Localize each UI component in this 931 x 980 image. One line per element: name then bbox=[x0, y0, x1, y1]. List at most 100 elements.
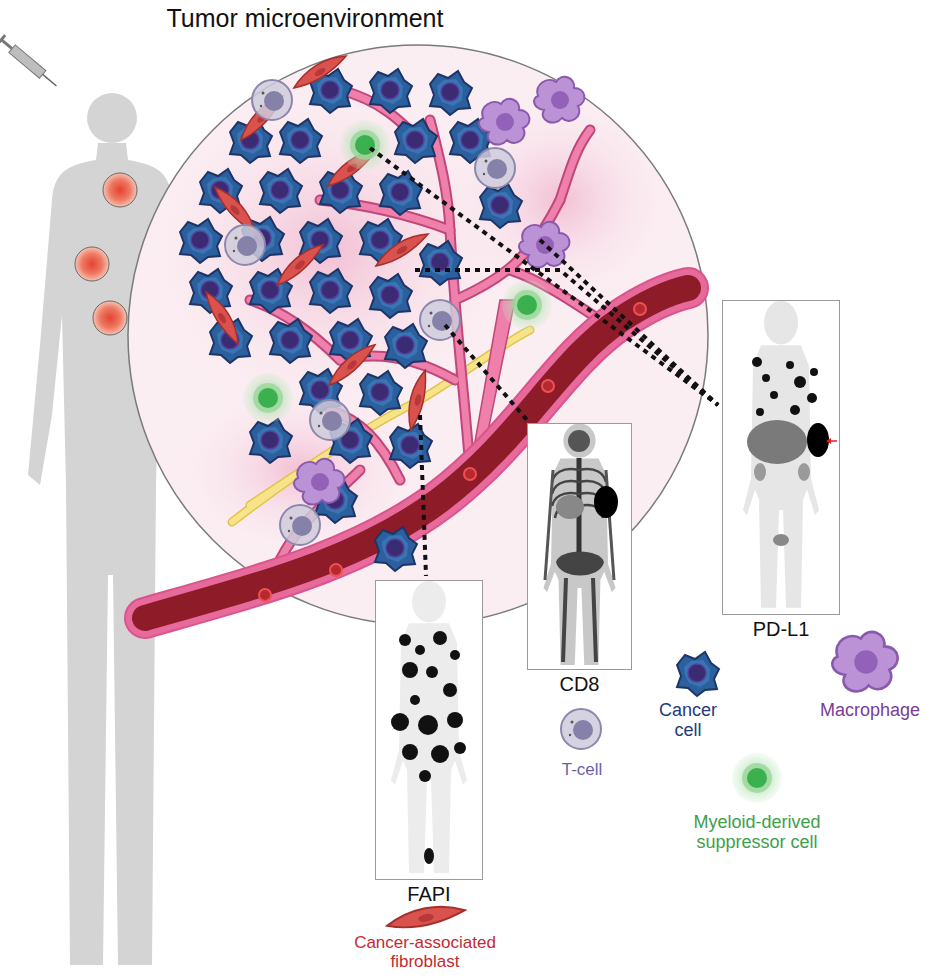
t-cell-icon bbox=[561, 709, 601, 749]
pet-image-fapi-part bbox=[410, 695, 420, 705]
cancer-associated-fibroblasts-part bbox=[322, 342, 382, 386]
pet-image-fapi-part bbox=[391, 713, 409, 731]
pet-image-cd8 bbox=[528, 423, 631, 669]
syringe bbox=[0, 35, 60, 90]
cancer-cells-part bbox=[395, 119, 437, 163]
macrophages-part bbox=[479, 99, 529, 145]
pet-image-pdl1-part bbox=[754, 463, 766, 481]
cancer-cells-part bbox=[380, 171, 422, 215]
pet-image-pdl1-part bbox=[798, 463, 810, 481]
pet-image-fapi-part bbox=[418, 715, 438, 735]
title: Tumor microenvironment bbox=[0, 4, 610, 33]
panel-frame bbox=[527, 423, 632, 670]
syringe-part bbox=[9, 45, 46, 78]
pet-image-cd8-part bbox=[568, 430, 590, 452]
pet-image-cd8-part bbox=[545, 470, 553, 580]
legend-item: Cancer cell bbox=[648, 700, 728, 740]
pet-image-pdl1-part bbox=[752, 357, 762, 367]
pet-image-fapi-part bbox=[402, 662, 418, 678]
cancer-cells-part bbox=[310, 269, 352, 313]
cancer-cells-part bbox=[280, 119, 322, 163]
legend-item: Cancer-associated fibroblast bbox=[335, 933, 515, 971]
pet-image-cd8-part bbox=[543, 423, 615, 665]
pet-image-pdl1-part bbox=[747, 420, 807, 464]
cancer-cells-part bbox=[420, 241, 462, 285]
t-cells-part bbox=[225, 225, 265, 265]
cancer-associated-fibroblasts bbox=[205, 54, 437, 431]
pet-image-fapi bbox=[376, 581, 482, 879]
t-cells-part bbox=[310, 400, 350, 440]
pet-image-pdl1-part bbox=[794, 376, 806, 388]
pet-image-cd8-part-part bbox=[552, 469, 606, 482]
pet-image-panel: CD8 bbox=[527, 423, 632, 695]
macrophages-part bbox=[294, 459, 344, 505]
tracer-label: FAPI bbox=[375, 883, 483, 905]
pet-image-fapi-part bbox=[426, 666, 438, 678]
legend-item: Macrophage bbox=[815, 700, 925, 720]
cancer-associated-fibroblasts-part bbox=[289, 54, 351, 90]
syringe-part bbox=[43, 74, 57, 86]
leader-lines-part bbox=[415, 270, 718, 405]
tracer-label: PD-L1 bbox=[722, 618, 840, 640]
pet-image-pdl1-part bbox=[743, 301, 819, 608]
pet-image-cd8-part bbox=[593, 578, 596, 662]
tracer-label: CD8 bbox=[527, 673, 632, 695]
cancer-cell-icon bbox=[677, 652, 719, 696]
blood-vessel-part bbox=[464, 468, 476, 480]
pet-image-pdl1-part bbox=[723, 301, 839, 614]
myeloid-derived-suppressor-cells-part bbox=[502, 280, 552, 330]
myeloid-derived-suppressor-cells-part bbox=[340, 120, 390, 170]
pet-image-cd8-part bbox=[528, 424, 631, 669]
cell-type-label: Cancer cell bbox=[648, 700, 728, 740]
pet-image-pdl1-part bbox=[786, 361, 794, 369]
pet-image-cd8-part bbox=[556, 495, 584, 519]
pet-image-cd8-part bbox=[563, 578, 566, 662]
pet-image-fapi-part bbox=[431, 745, 449, 763]
pet-image-pdl1-part bbox=[807, 393, 817, 403]
tumor-sites-part bbox=[93, 301, 127, 335]
pet-image-fapi-part bbox=[402, 744, 418, 760]
cell-type-label: Myeloid-derived suppressor cell bbox=[672, 812, 842, 852]
cell-type-label: T-cell bbox=[537, 760, 627, 779]
myeloid-derived-suppressor-cells-part bbox=[243, 373, 293, 423]
pet-image-fapi-part bbox=[415, 645, 425, 655]
pet-image-fapi-part bbox=[391, 581, 467, 873]
syringe-part bbox=[0, 35, 5, 44]
cell-type-label: Macrophage bbox=[815, 700, 925, 720]
macrophage-icon bbox=[832, 632, 897, 691]
panel-frame bbox=[722, 300, 840, 615]
leader-lines-part bbox=[540, 240, 718, 405]
legend-item: Myeloid-derived suppressor cell bbox=[672, 812, 842, 852]
leader-lines-part bbox=[420, 415, 426, 576]
pet-image-pdl1-part bbox=[762, 374, 770, 382]
t-cells-part bbox=[475, 148, 515, 188]
blood-vessel-part bbox=[330, 564, 342, 576]
fibroblast-icon bbox=[387, 907, 465, 928]
blood-vessel-part bbox=[634, 303, 646, 315]
pet-image-fapi-part bbox=[450, 650, 460, 660]
pet-image-pdl1-part bbox=[790, 405, 800, 415]
pet-image-pdl1-part bbox=[826, 438, 831, 444]
tumor-sites bbox=[75, 173, 137, 335]
tumor-sites-part bbox=[75, 247, 109, 281]
pet-image-fapi-part bbox=[443, 683, 457, 697]
cancer-cells-part bbox=[360, 371, 402, 415]
pet-image-fapi-part bbox=[399, 634, 411, 646]
pet-image-fapi-part bbox=[419, 770, 431, 782]
leader-lines-part bbox=[370, 148, 718, 405]
cancer-cells-part bbox=[250, 419, 292, 463]
cancer-cells-part bbox=[370, 69, 412, 113]
blood-vessel-part bbox=[542, 380, 554, 392]
cancer-cells-part bbox=[385, 324, 427, 368]
pet-image-pdl1-part bbox=[810, 368, 818, 376]
tumor-sites-part bbox=[103, 173, 137, 207]
cancer-associated-fibroblasts-part bbox=[397, 369, 437, 430]
cancer-associated-fibroblasts-part bbox=[205, 287, 241, 349]
cell-type-label: Cancer-associated fibroblast bbox=[335, 933, 515, 971]
blood-vessel-part bbox=[259, 589, 271, 601]
circulating-cancer-cell bbox=[375, 527, 417, 571]
title-block: Tumor microenvironment bbox=[0, 4, 610, 33]
pet-image-cd8-part bbox=[594, 486, 618, 518]
cancer-cells-part bbox=[180, 219, 222, 263]
